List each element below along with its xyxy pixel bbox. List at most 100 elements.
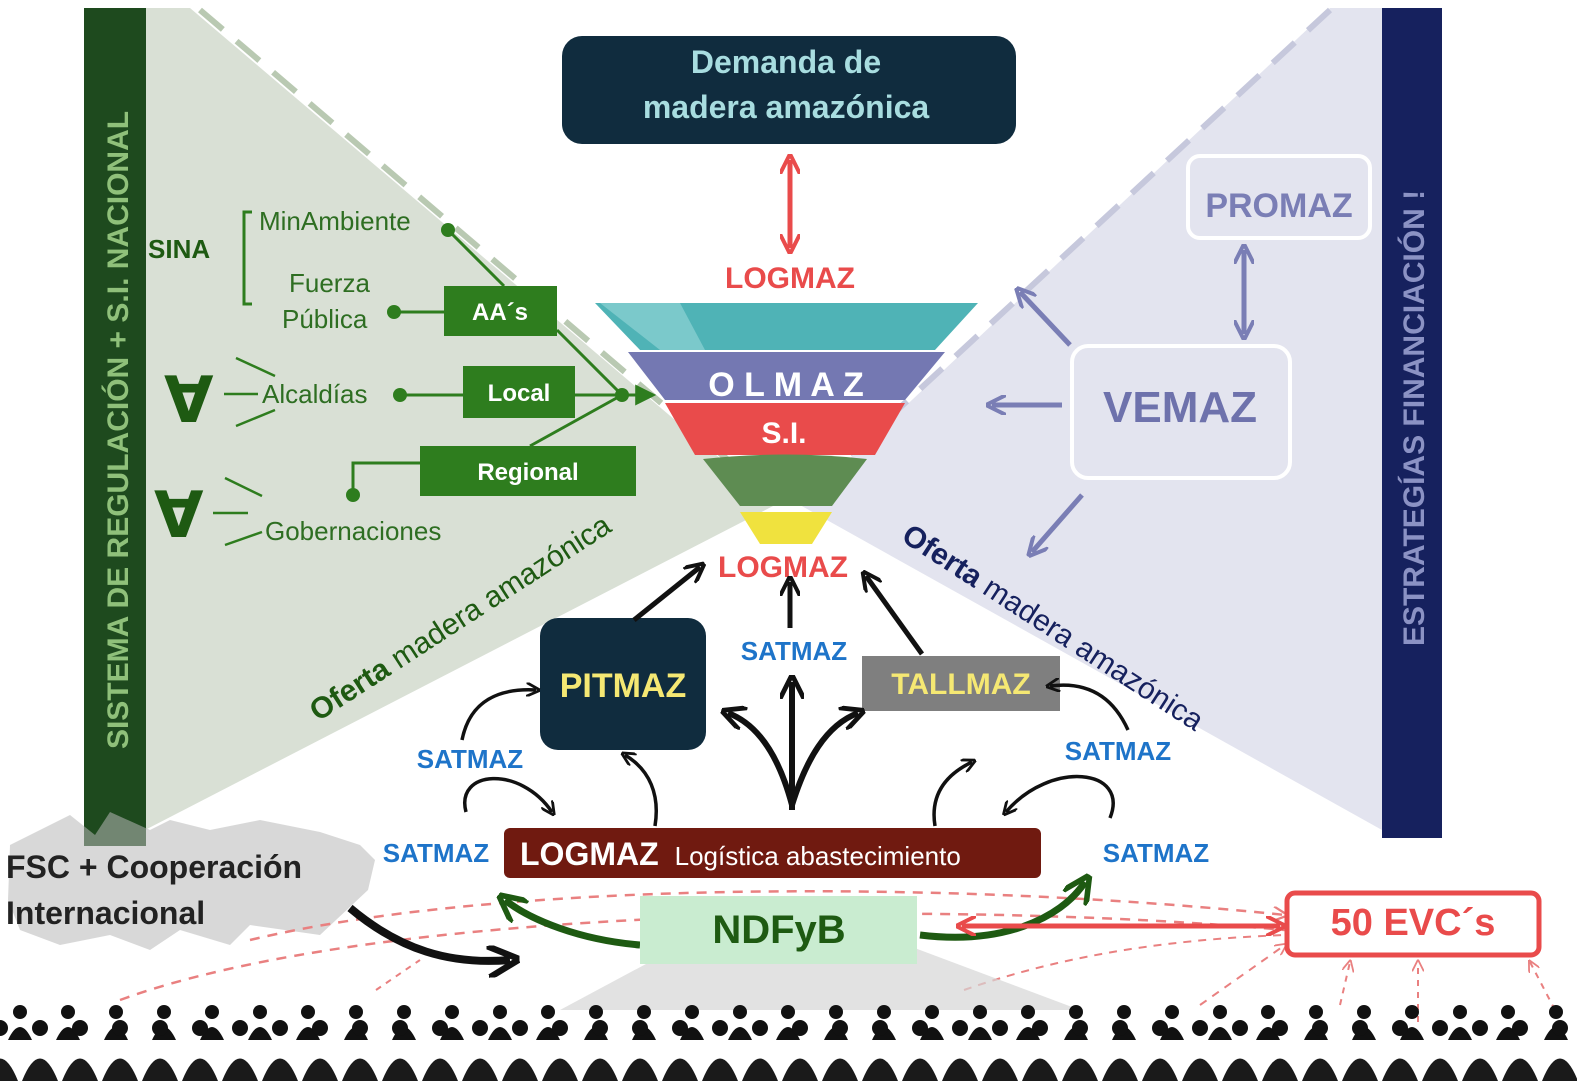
crowd-person-front-body <box>1222 1058 1258 1081</box>
forall-alcaldias-icon: ∀ <box>164 364 214 436</box>
crowd-person-front-body <box>502 1058 538 1081</box>
crowd-person-back <box>61 1005 75 1019</box>
ndfyb-label: NDFyB <box>712 908 845 952</box>
crowd-person-front <box>192 1020 208 1036</box>
crowd-person-front-body <box>222 1058 258 1081</box>
crowd-person-front <box>32 1020 48 1036</box>
crowd-person-front <box>432 1020 448 1036</box>
funnel-olmaz-layer <box>628 352 945 400</box>
fuerza-label-1: Fuerza <box>289 268 370 298</box>
red-dashed-arc-upper <box>249 890 1285 942</box>
ndfyb-to-logmaz-green-arrow <box>505 900 641 949</box>
gobernaciones-label: Gobernaciones <box>265 516 441 546</box>
aas-box <box>444 286 557 336</box>
crowd-person-front-body <box>1342 1058 1378 1081</box>
crowd-person-back-body <box>1208 1027 1232 1040</box>
fuerza-label-2: Pública <box>282 304 368 334</box>
ndfyb-to-satmaz-green-arrow <box>919 882 1085 941</box>
pitmaz-to-logmaz-arrow <box>632 567 700 622</box>
crowd-person-back <box>781 1005 795 1019</box>
crowd-person-back <box>445 1005 459 1019</box>
crowd-person-front-body <box>302 1058 338 1081</box>
forall-gobernaciones-icon: ∀ <box>154 479 204 551</box>
vemaz-label: VEMAZ <box>1103 383 1257 432</box>
demand-box <box>562 36 1016 144</box>
funnel-olmaz-label: O L M A Z <box>708 366 864 404</box>
crowd-person-front <box>1432 1020 1448 1036</box>
tallmaz-to-logmaz-arrow <box>866 576 925 656</box>
crowd-person-front-body <box>542 1058 578 1081</box>
crowd-person-front <box>1232 1020 1248 1036</box>
satmaz-center-label: SATMAZ <box>741 636 848 666</box>
local-box <box>463 366 575 418</box>
tallmaz-box <box>862 656 1060 711</box>
crowd-person-front-body <box>62 1058 98 1081</box>
evc-box <box>1284 890 1542 958</box>
ndfyb-box <box>640 896 917 964</box>
crowd-person-back <box>205 1005 219 1019</box>
convergence-node <box>615 388 629 402</box>
crowd-person-front <box>0 1020 8 1036</box>
minambiente-label: MinAmbiente <box>259 206 411 236</box>
crowd-person-back <box>397 1005 411 1019</box>
crowd-person-front-body <box>1462 1058 1498 1081</box>
crowd-person-front-body <box>662 1058 698 1081</box>
alcaldias-ticks <box>224 356 276 428</box>
crowd-person-front <box>72 1020 88 1036</box>
crowd-person-front <box>1152 1020 1168 1036</box>
crowd-person-back <box>925 1005 939 1019</box>
pitmaz-label: PITMAZ <box>560 667 687 705</box>
logmaz-mid-label: LOGMAZ <box>718 551 848 584</box>
trident-left-arrow <box>728 713 795 806</box>
evc-label: 50 EVC´s <box>1331 902 1496 944</box>
crowd-person-back <box>637 1005 651 1019</box>
crowd-person-front <box>1392 1020 1408 1036</box>
crowd-person-back <box>1501 1005 1515 1019</box>
crowd-person-front <box>272 1020 288 1036</box>
crowd-person-front-body <box>1382 1058 1418 1081</box>
crowd-person-front <box>152 1020 168 1036</box>
logmaz-bar-to-pitmaz-arrow <box>625 755 658 827</box>
crowd-person-back <box>1309 1005 1323 1019</box>
crowd-person-back <box>1165 1005 1179 1019</box>
sina-label: SINA <box>148 234 210 264</box>
crowd-person-back-body <box>1448 1027 1472 1040</box>
right-vertical-band <box>1382 8 1442 838</box>
crowd-person-back-body <box>728 1027 752 1040</box>
crowd-person-front-body <box>1542 1058 1577 1081</box>
crowd-person-back <box>109 1005 123 1019</box>
fsc-scribble <box>8 812 375 950</box>
crowd-person-front-body <box>142 1058 178 1081</box>
regional-label: Regional <box>477 459 578 486</box>
left-band-label: SISTEMA DE REGULACIÓN + S.I. NACIONAL <box>101 111 135 749</box>
funnel-si-layer <box>665 403 905 455</box>
crowd-person-front <box>1072 1020 1088 1036</box>
regional-box <box>420 446 636 496</box>
crowd-person-back <box>1405 1005 1419 1019</box>
crowd-person-back <box>1213 1005 1227 1019</box>
crowd-person-front <box>632 1020 648 1036</box>
crowd-person-front-body <box>0 1058 18 1081</box>
logmaz-bar-rest: Logística abastecimiento <box>675 841 961 871</box>
promaz-label: PROMAZ <box>1205 187 1352 225</box>
crowd-person-back <box>1357 1005 1371 1019</box>
crowd-person-back <box>1261 1005 1275 1019</box>
crowd-person-back <box>1117 1005 1131 1019</box>
crowd-person-back <box>685 1005 699 1019</box>
crowd-person-front-body <box>782 1058 818 1081</box>
satmaz-right-loop-arrow <box>1006 774 1115 819</box>
crowd-person-back <box>973 1005 987 1019</box>
aas-label: AA´s <box>472 299 528 326</box>
crowd-person-front-body <box>1102 1058 1138 1081</box>
crowd-person-front-body <box>902 1058 938 1081</box>
crowd-person-back <box>301 1005 315 1019</box>
crowd-person-front-body <box>982 1058 1018 1081</box>
satmaz-right-to-tallmaz-arrow <box>1050 685 1130 731</box>
crowd-person-front-body <box>102 1058 138 1081</box>
crowd-person-front <box>352 1020 368 1036</box>
crowd-person-front-body <box>1062 1058 1098 1081</box>
logmaz-bar-to-tallmaz-arrow <box>932 762 972 827</box>
crowd-person-front <box>392 1020 408 1036</box>
